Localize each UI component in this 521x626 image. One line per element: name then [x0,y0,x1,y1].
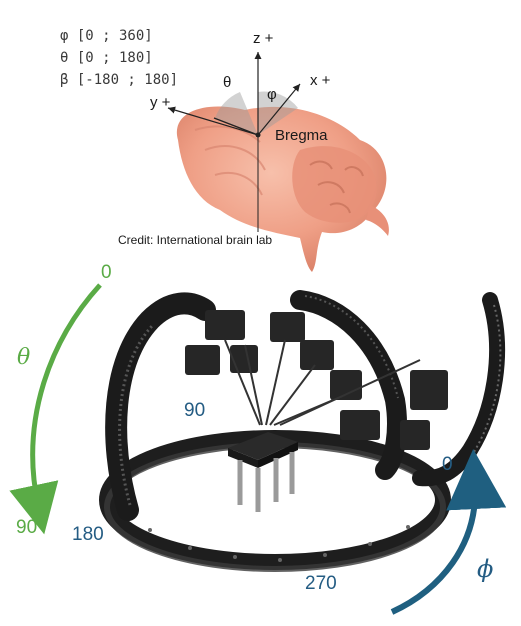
theta-arrow [9,283,102,535]
theta-symbol: θ [17,345,31,370]
y-axis [167,106,259,136]
bregma-label: Bregma [275,127,328,144]
phi-90-label: 90 [184,400,206,421]
phi-wedge [258,91,298,135]
bregma-point [255,132,261,138]
theta-angle-label: θ [223,74,232,91]
right-arc [412,292,506,487]
phi-180-label: 180 [72,524,104,545]
phi-symbol: ϕ [477,555,494,583]
theta-wedge [215,92,258,135]
phi-arrow [390,449,507,615]
y-axis-label: y + [150,94,171,111]
phi-angle-label: φ [267,86,277,103]
phi-0-label: 0 [442,454,453,475]
range-theta: θ [0 ; 180] [60,50,153,66]
back-arc [290,290,407,480]
theta-end-label: 90 [16,517,38,538]
credit-text: Credit: International brain lab [118,233,273,247]
z-axis-label: z + [253,30,274,47]
phi-270-label: 270 [305,573,337,594]
brain-shape [176,106,389,272]
x-axis-label: x + [310,72,331,89]
range-beta: β [-180 ; 180] [60,72,179,88]
x-axis [257,83,301,136]
base-ring-holes [148,525,410,562]
range-phi: φ [0 ; 360] [60,28,153,44]
probes [224,339,421,426]
left-arc [105,292,216,521]
brain-illustration [167,52,389,272]
manipulators [185,310,448,450]
probe-vector [213,117,259,136]
theta-start-label: 0 [101,262,112,283]
center-platform [228,432,298,512]
